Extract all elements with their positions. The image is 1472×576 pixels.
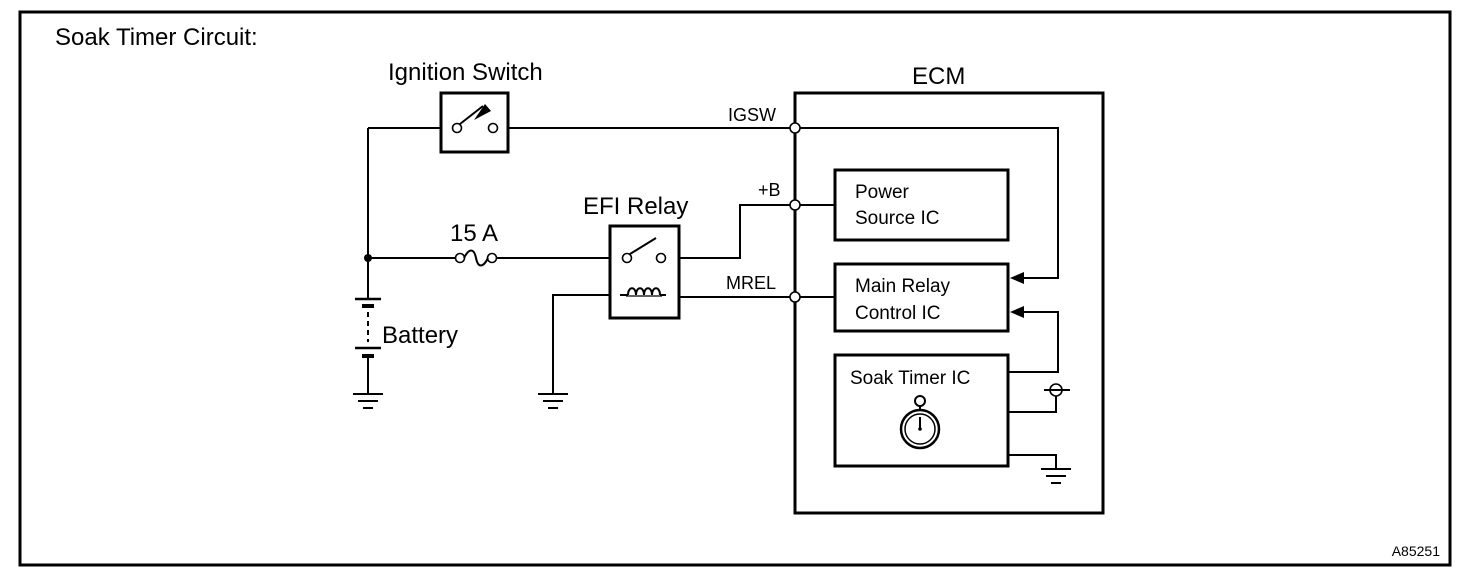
terminal-igsw-label: IGSW — [728, 105, 776, 125]
relay-ground-icon — [538, 393, 568, 409]
efi-relay-label: EFI Relay — [583, 193, 688, 220]
ignition-switch-icon — [439, 91, 510, 154]
power-source-ic-label: Power Source IC — [855, 182, 939, 229]
ignition-switch-label: Ignition Switch — [388, 59, 543, 86]
main-relay-control-ic-box — [833, 262, 1010, 333]
soak-timer-ic-label: Soak Timer IC — [850, 368, 970, 389]
terminal-b — [789, 199, 801, 211]
external-wiring — [367, 127, 790, 393]
ecm-label: ECM — [912, 63, 965, 90]
ecm-ground-icon — [1041, 468, 1071, 484]
figure-id: A85251 — [1392, 543, 1440, 559]
battery-label: Battery — [382, 322, 458, 349]
power-source-ic-box — [833, 168, 1010, 242]
terminal-mrel-label: MREL — [726, 273, 776, 293]
diagram-title: Soak Timer Circuit: — [55, 24, 258, 51]
terminal-mrel — [789, 291, 801, 303]
battery-icon — [355, 297, 381, 358]
fuse-label: 15 A — [450, 220, 498, 247]
junction-dot — [364, 254, 372, 262]
stopwatch-icon — [899, 395, 941, 450]
battery-ground-icon — [353, 393, 383, 409]
fuse-icon — [454, 249, 498, 267]
efi-relay-icon — [608, 224, 681, 320]
diagram-frame — [18, 10, 1452, 567]
main-relay-control-ic-label: Main Relay Control IC — [855, 276, 955, 324]
ecm-internal-wiring — [800, 127, 1070, 468]
terminal-b-label: +B — [758, 180, 781, 200]
terminal-igsw — [789, 122, 801, 134]
